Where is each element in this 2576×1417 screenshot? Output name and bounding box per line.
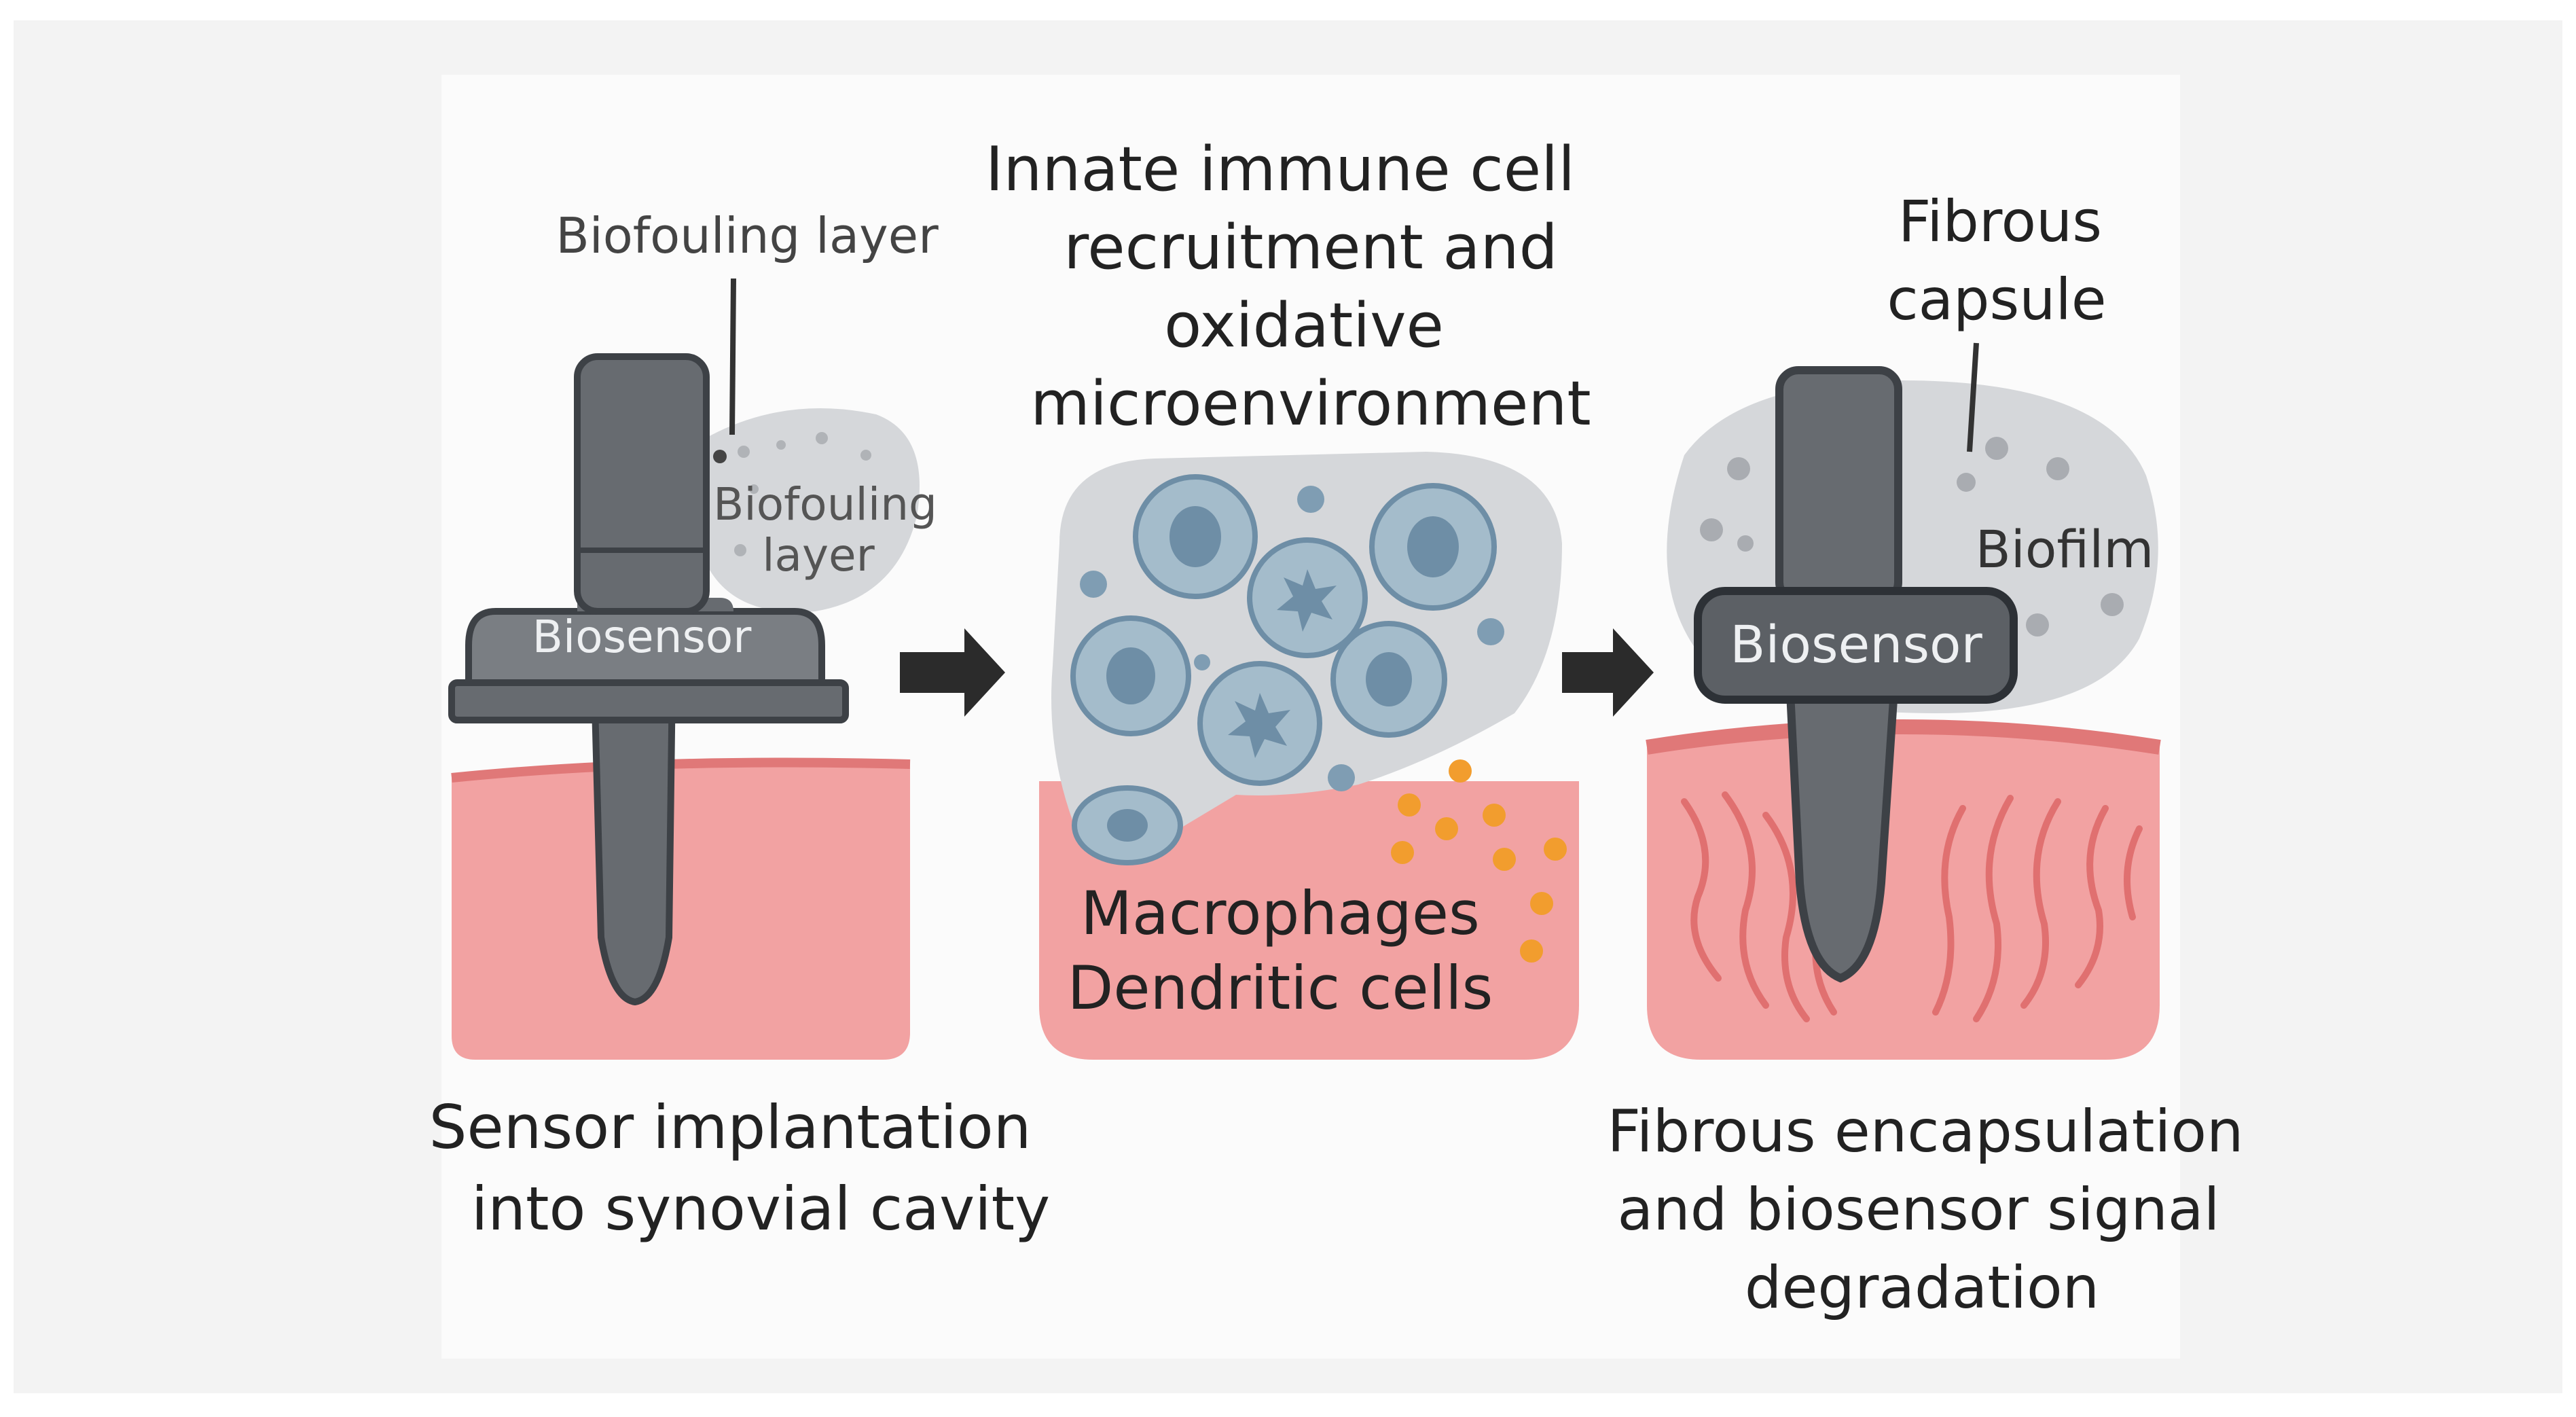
macrophage-cell bbox=[1133, 474, 1258, 599]
panel2-title-line2: recruitment and bbox=[1064, 212, 1558, 283]
immune-cells bbox=[1070, 474, 1497, 865]
cell-label-line1: Macrophages bbox=[1081, 878, 1480, 948]
panel-immune-response: Macrophages Dendritic cells Innate immun… bbox=[985, 134, 1591, 1060]
panel3-title-line3: degradation bbox=[1745, 1254, 2099, 1322]
panel3-sensor-label: Biosensor bbox=[1730, 614, 1982, 675]
macrophage-cell bbox=[1369, 483, 1497, 611]
small-particles bbox=[1080, 486, 1504, 791]
biosensor-probe bbox=[1694, 366, 2018, 983]
dendritic-cell bbox=[1197, 661, 1322, 786]
panel2-title-line4: microenvironment bbox=[1030, 368, 1591, 440]
arrow-right-icon bbox=[900, 628, 1005, 717]
capsule-label-line2: capsule bbox=[1887, 266, 2107, 333]
tissue-block bbox=[1647, 727, 2160, 1060]
panel1-title-line1: Sensor implantation bbox=[429, 1092, 1032, 1162]
macrophage-cell bbox=[1070, 615, 1191, 736]
fouling-label-line1: Biofouling bbox=[713, 478, 937, 531]
ros-particles bbox=[1391, 759, 1567, 963]
tissue-block bbox=[1039, 781, 1579, 1060]
callout-line bbox=[729, 278, 736, 435]
panel1-title-line2: into synovial cavity bbox=[471, 1174, 1050, 1244]
panel1-sensor-label: Biosensor bbox=[532, 611, 752, 663]
tissue-block bbox=[452, 762, 910, 1060]
capsule-callout-line bbox=[1967, 342, 1979, 452]
callout-label: Biofouling layer bbox=[556, 207, 939, 264]
panel2-title-line1: Innate immune cell bbox=[985, 134, 1575, 205]
capsule-label-line1: Fibrous bbox=[1898, 188, 2102, 255]
panel2-title-line3: oxidative bbox=[1164, 290, 1444, 361]
biofilm-particles bbox=[1700, 437, 2124, 636]
biosensor-probe bbox=[448, 353, 849, 1006]
biofilm-label: Biofilm bbox=[1976, 519, 2154, 579]
panel-encapsulation: Biosensor Fibrous capsule Biofilm Fibrou… bbox=[1607, 188, 2243, 1322]
panel3-title-line1: Fibrous encapsulation bbox=[1607, 1098, 2243, 1166]
fouling-label-line2: layer bbox=[762, 529, 875, 581]
panel3-title-line2: and biosensor signal bbox=[1618, 1176, 2220, 1244]
arrow-right-icon bbox=[1562, 628, 1654, 717]
dendritic-cell bbox=[1247, 537, 1368, 658]
macrophage-cell bbox=[1330, 621, 1447, 738]
tissue-surface bbox=[1646, 719, 2161, 755]
panel-implantation: Biosensor Biofouling layer Biofouling la… bbox=[429, 207, 1051, 1244]
fouling-particles bbox=[734, 432, 871, 556]
macrophage-cell bbox=[1072, 785, 1183, 865]
cell-label-line2: Dendritic cells bbox=[1068, 953, 1493, 1023]
callout-dot bbox=[713, 450, 727, 463]
